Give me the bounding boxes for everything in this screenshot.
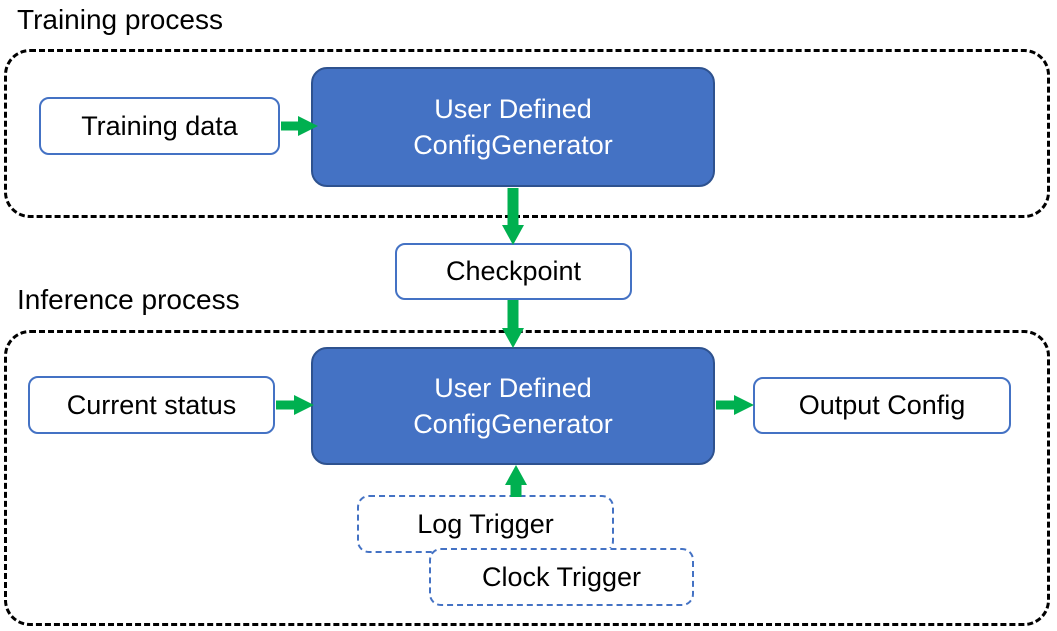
node-proc-infer-label-line2: ConfigGenerator (413, 409, 613, 439)
node-checkpoint-label: Checkpoint (445, 256, 582, 286)
node-output-config[interactable]: Output Config (753, 377, 1011, 434)
node-log-trigger-label: Log Trigger (417, 508, 554, 539)
node-proc-train-label-line1: User Defined (434, 94, 592, 124)
node-training-data-label: Training data (81, 110, 238, 141)
training-process-title: Training process (17, 4, 223, 35)
node-log-trigger[interactable]: Log Trigger (357, 495, 614, 553)
node-training-data[interactable]: Training data (39, 97, 280, 155)
node-user-defined-configgenerator-inference[interactable]: User Defined ConfigGenerator (311, 347, 715, 465)
node-proc-train-label-line2: ConfigGenerator (413, 130, 613, 160)
inference-process-group (4, 330, 1050, 626)
node-current-status-label: Current status (66, 389, 237, 420)
node-output-config-label: Output Config (798, 390, 966, 420)
node-proc-infer-label-line1: User Defined (434, 373, 592, 403)
node-clock-trigger-label: Clock Trigger (481, 561, 642, 592)
node-user-defined-configgenerator-training[interactable]: User Defined ConfigGenerator (311, 67, 715, 187)
node-current-status[interactable]: Current status (28, 376, 275, 434)
node-checkpoint[interactable]: Checkpoint (395, 243, 632, 300)
training-process-group (4, 49, 1050, 218)
node-clock-trigger[interactable]: Clock Trigger (429, 548, 694, 606)
inference-process-title: Inference process (17, 284, 240, 315)
